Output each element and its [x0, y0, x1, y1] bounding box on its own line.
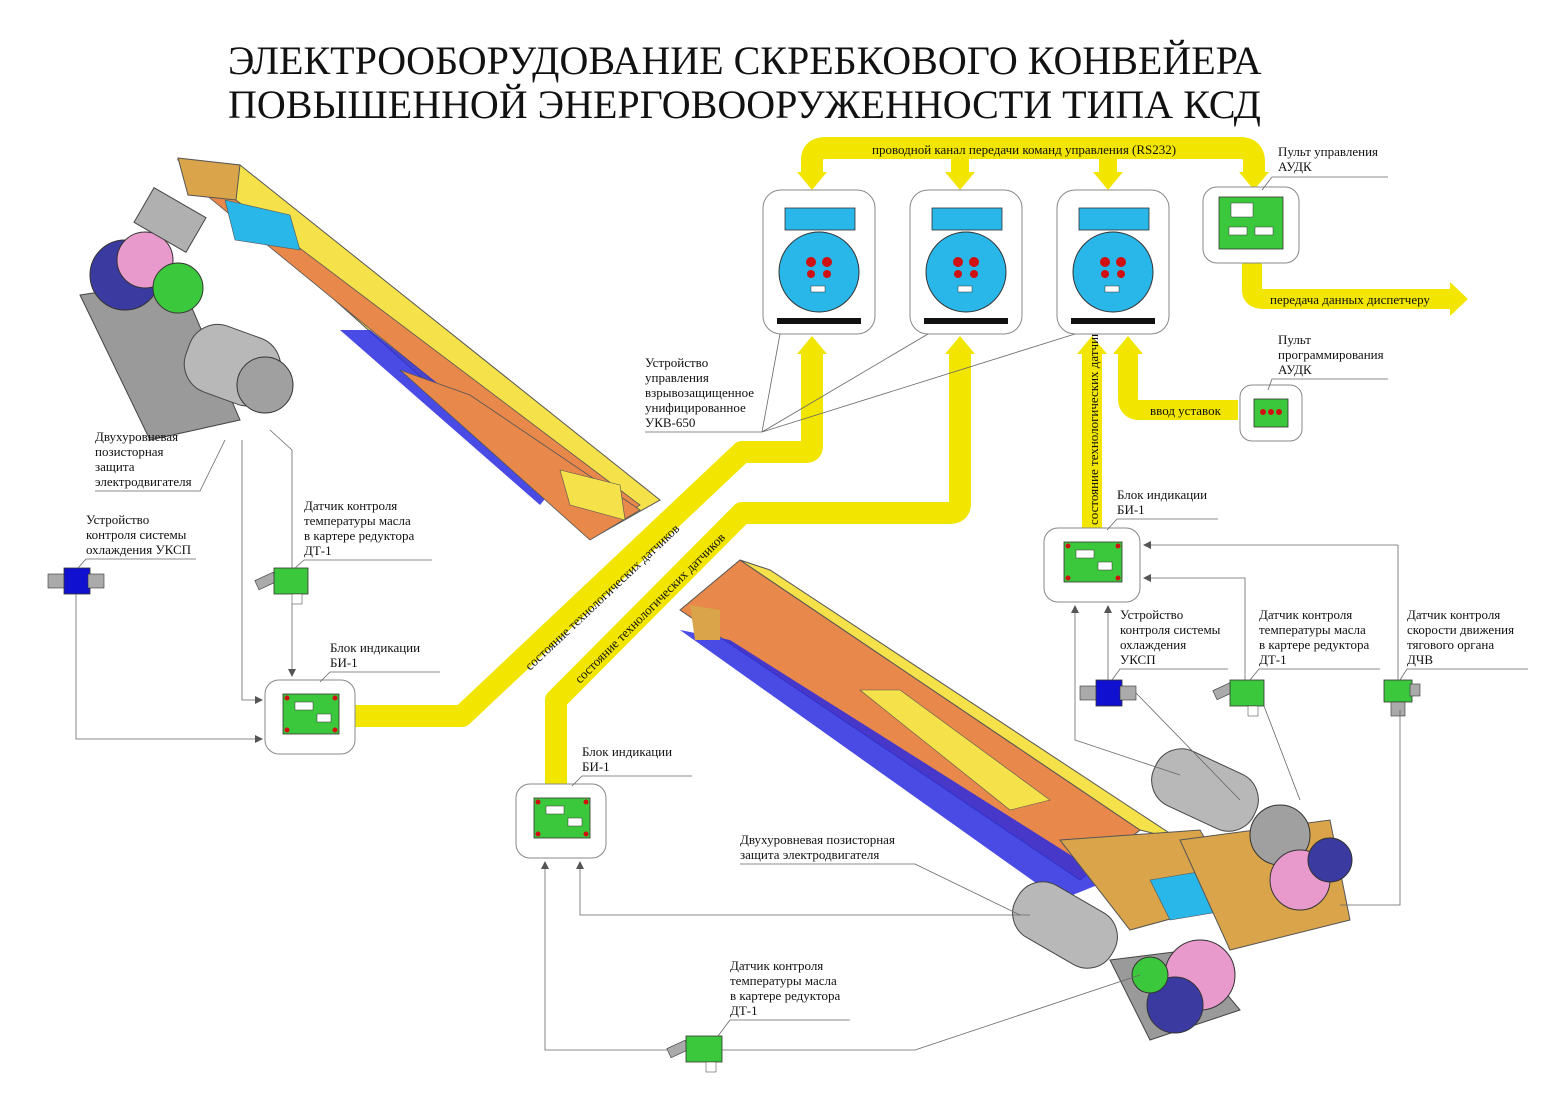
label-right-ukcp-line4: УКСП — [1120, 652, 1156, 667]
label-left-ukcp-line3: охлаждения УКСП — [86, 542, 191, 557]
wire-ukcp-right-to-drive — [1135, 692, 1241, 801]
label-left-bi-line2: БИ-1 — [330, 655, 358, 670]
label-bottom-dt-line2: температуры масла — [730, 973, 837, 988]
label-left-dt-line4: ДТ-1 — [304, 543, 332, 558]
label-right-dchv-line3: тягового органа — [1407, 637, 1494, 652]
label-right-dt-line2: температуры масла — [1259, 622, 1366, 637]
label-right-dchv: Датчик контроля скорости движения тягово… — [1399, 607, 1528, 681]
label-right-dt-line4: ДТ-1 — [1259, 652, 1287, 667]
band-dispatcher-label: передача данных диспетчеру — [1270, 292, 1430, 307]
label-mid-bi: Блок индикации БИ-1 — [571, 744, 692, 787]
bi-1-middle — [515, 783, 607, 859]
conveyor-pan-line-right — [679, 559, 1353, 1041]
bi-1-left — [264, 679, 356, 755]
label-right-dt: Датчик контроля температуры масла в карт… — [1249, 607, 1380, 681]
label-audk-panel-line2: АУДК — [1278, 159, 1312, 174]
band-rs232: проводной канал передачи команд управлен… — [797, 137, 1269, 190]
audk-control-panel — [1202, 186, 1300, 264]
ukcp-sensor-right — [1079, 679, 1137, 707]
label-ukv-line4: унифицированное — [645, 400, 746, 415]
label-audk-panel-line1: Пульт управления — [1278, 144, 1378, 159]
ukcp-sensor-left — [47, 567, 105, 595]
wire-dt-bottom-to-gearbox — [722, 974, 1141, 1051]
label-right-dt-line1: Датчик контроля — [1259, 607, 1352, 622]
label-left-protect-line2: позисторная — [95, 444, 164, 459]
label-audk-panel: Пульт управления АУДК — [1261, 144, 1388, 191]
wire-motor-left-to-bi — [241, 440, 263, 704]
label-left-ukcp-line1: Устройство — [86, 512, 149, 527]
label-mid-bi-line1: Блок индикации — [582, 744, 672, 759]
wire-dt-left-to-gearbox — [269, 429, 293, 568]
label-right-dchv-line4: ДЧВ — [1407, 652, 1433, 667]
band-sensors-3: состояние технологических датчиков — [1077, 319, 1107, 530]
wire-dt-right-to-gearbox — [1263, 705, 1301, 801]
label-right-ukcp: Устройство контроля системы охлаждения У… — [1111, 607, 1228, 681]
label-mid-bi-line2: БИ-1 — [582, 759, 610, 774]
ukv-650-unit-3 — [1056, 189, 1170, 335]
label-right-bi-line2: БИ-1 — [1117, 502, 1145, 517]
label-right-bi-line1: Блок индикации — [1117, 487, 1207, 502]
dt-1-sensor-bottom — [666, 1035, 723, 1073]
label-bottom-dt-line4: ДТ-1 — [730, 1003, 758, 1018]
label-audk-prog-line1: Пульт — [1278, 332, 1311, 347]
audk-programming-panel — [1239, 384, 1303, 442]
label-left-protect-line1: Двухуровневая — [95, 429, 178, 444]
label-left-dt-line3: в картере редуктора — [304, 528, 414, 543]
label-right-dt-line3: в картере редуктора — [1259, 637, 1369, 652]
label-right-ukcp-line3: охлаждения — [1120, 637, 1186, 652]
label-ukv-line1: Устройство — [645, 355, 708, 370]
label-ukv-line3: взрывозащищенное — [645, 385, 754, 400]
label-left-dt-line1: Датчик контроля — [304, 498, 397, 513]
conveyor-drive-left — [79, 157, 661, 541]
label-ukv-line2: управления — [645, 370, 709, 385]
label-left-ukcp-line2: контроля системы — [86, 527, 187, 542]
label-right-dchv-line2: скорости движения — [1407, 622, 1514, 637]
label-bottom-dt-line3: в картере редуктора — [730, 988, 840, 1003]
wire-dchv-to-bi — [1144, 545, 1401, 906]
ukv-650-unit-1 — [762, 189, 876, 335]
wire-motor-bottom-to-bi — [576, 861, 1030, 916]
wire-dt-right-to-bi — [1143, 574, 1246, 680]
wire-motor-right-to-bi — [1071, 605, 1181, 776]
label-ukv-line5: УКВ-650 — [645, 415, 695, 430]
label-left-dt: Датчик контроля температуры масла в карт… — [294, 498, 432, 569]
title-line-2: ПОВЫШЕННОЙ ЭНЕРГОВООРУЖЕННОСТИ ТИПА КСД — [228, 82, 1261, 127]
wire-dt-bottom-to-bi — [541, 861, 668, 1051]
label-bottom-protect: Двухуровневая позисторная защита электро… — [740, 832, 1021, 916]
label-right-ukcp-line1: Устройство — [1120, 607, 1183, 622]
label-right-bi: Блок индикации БИ-1 — [1106, 487, 1218, 531]
title-line-1: ЭЛЕКТРООБОРУДОВАНИЕ СКРЕБКОВОГО КОНВЕЙЕР… — [228, 38, 1262, 83]
label-left-protect: Двухуровневая позисторная защита электро… — [95, 429, 226, 492]
band-settings: ввод уставок — [1113, 336, 1238, 420]
band-sensors-3-label: состояние технологических датчиков — [1086, 319, 1101, 525]
label-ukv: Устройство управления взрывозащищенное у… — [645, 333, 1076, 433]
label-left-bi-line1: Блок индикации — [330, 640, 420, 655]
label-audk-prog: Пульт программирования АУДК — [1267, 332, 1388, 391]
dt-1-sensor-right — [1212, 679, 1265, 717]
dchv-sensor-right — [1383, 679, 1421, 717]
label-left-dt-line2: температуры масла — [304, 513, 411, 528]
label-audk-prog-line2: программирования — [1278, 347, 1384, 362]
label-left-protect-line3: защита — [95, 459, 135, 474]
band-rs232-label: проводной канал передачи команд управлен… — [872, 142, 1176, 157]
label-bottom-dt-line1: Датчик контроля — [730, 958, 823, 973]
dt-1-sensor-left — [254, 567, 309, 605]
band-settings-label: ввод уставок — [1150, 403, 1222, 418]
label-bottom-protect-line1: Двухуровневая позисторная — [740, 832, 895, 847]
label-right-dchv-line1: Датчик контроля — [1407, 607, 1500, 622]
band-dispatcher: передача данных диспетчеру — [1242, 262, 1468, 316]
label-left-ukcp: Устройство контроля системы охлаждения У… — [77, 512, 196, 569]
ukv-650-unit-2 — [909, 189, 1023, 335]
bi-1-right — [1043, 527, 1141, 603]
label-bottom-dt: Датчик контроля температуры масла в карт… — [717, 958, 850, 1037]
wire-ukcp-left-to-bi — [75, 594, 263, 743]
label-right-ukcp-line2: контроля системы — [1120, 622, 1221, 637]
label-left-protect-line4: электродвигателя — [95, 474, 192, 489]
label-left-bi: Блок индикации БИ-1 — [319, 640, 440, 683]
label-bottom-protect-line2: защита электродвигателя — [740, 847, 879, 862]
label-audk-prog-line3: АУДК — [1278, 362, 1312, 377]
